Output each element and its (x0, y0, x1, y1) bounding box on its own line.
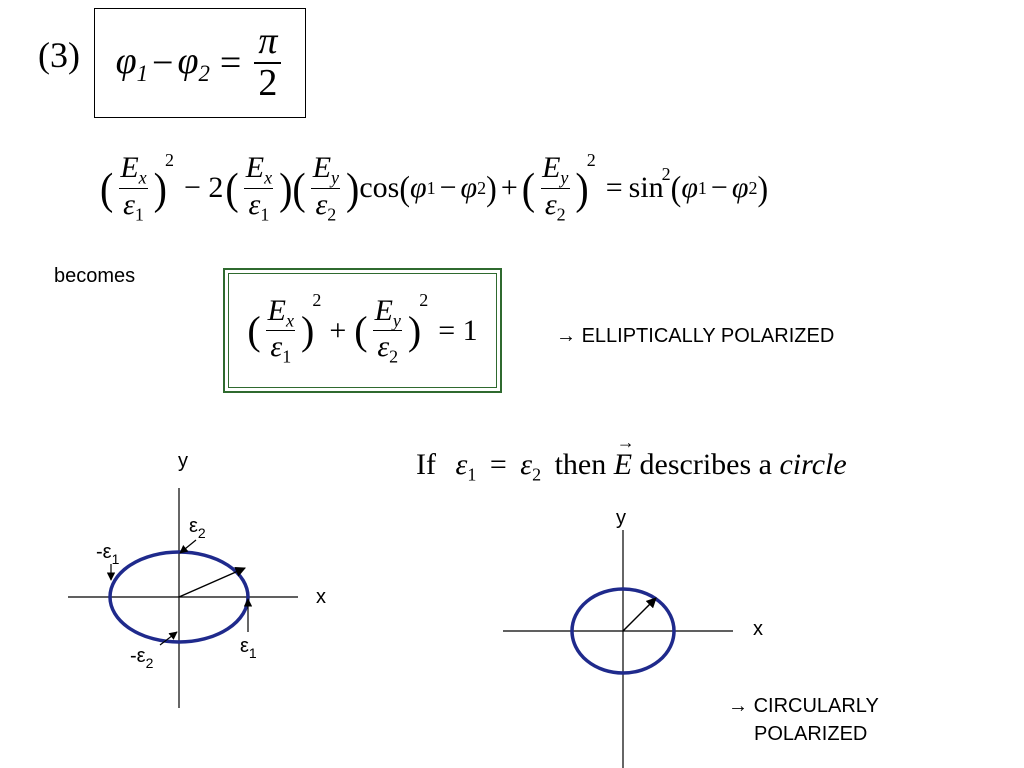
elliptically-polarized-label: → ELLIPTICALLY POLARIZED (556, 325, 835, 347)
polarization-circle (570, 587, 676, 675)
ellipse-axes (68, 488, 298, 708)
ellipse-y-label: y (178, 450, 188, 472)
equals-sign: = (219, 42, 242, 84)
right-arrow-icon: → (556, 325, 576, 347)
circularly-polarized-label: → CIRCULARLY POLARIZED (728, 695, 879, 745)
phi-1: φ1 (115, 40, 149, 86)
becomes-text: becomes (54, 265, 136, 287)
equation-number: (3) (38, 35, 80, 75)
circle-field-vector-arrow (622, 597, 657, 632)
circle-condition-statement: If ε1 = ε2 then E describes a circle (416, 432, 847, 485)
eps1-label: ε1 (240, 635, 257, 661)
polarization-ellipse (108, 550, 250, 644)
ellipse-x-label: x (316, 586, 326, 608)
minus-sign: − (152, 42, 174, 84)
circle-y-label: y (616, 507, 626, 529)
neg-eps2-pointer (159, 631, 178, 646)
neg-eps2-label: -ε2 (130, 645, 154, 671)
ellipse-equation: ( Ex ε1 )2 + ( Ey ε2 )2 = 1 (228, 273, 497, 388)
eps2-label: ε2 (189, 515, 206, 541)
eps2-pointer (179, 539, 197, 554)
circle-x-label: x (753, 618, 763, 640)
e-vector: E (614, 432, 635, 482)
phi-2: φ2 (177, 40, 210, 86)
circle-axes (503, 530, 733, 768)
neg-eps1-label: -ε1 (96, 541, 120, 567)
right-arrow-icon: → (728, 695, 748, 717)
field-vector-arrow (178, 566, 246, 598)
ex-over-eps1: Ex ε1 (119, 151, 148, 224)
pi-over-two: π 2 (254, 21, 282, 104)
ellipse-equation-box: ( Ex ε1 )2 + ( Ey ε2 )2 = 1 (223, 268, 502, 393)
phase-difference-equation: φ1 − φ2 = π 2 (94, 8, 306, 118)
